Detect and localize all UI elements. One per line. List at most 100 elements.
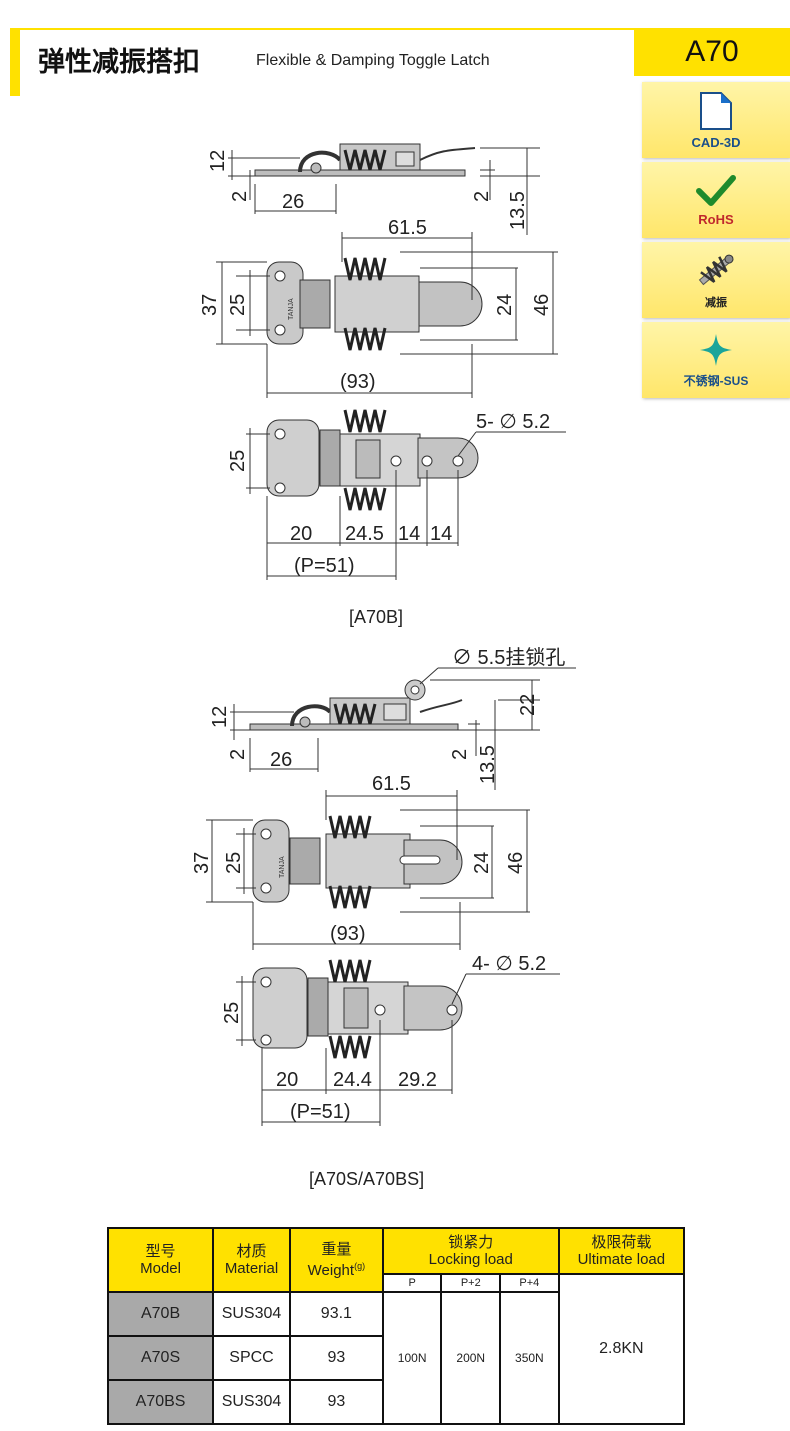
ultimate-value: 2.8KN	[557, 1273, 686, 1425]
col-material: 材质 Material	[212, 1227, 291, 1293]
a70s-side-view	[230, 667, 576, 790]
page-title-cn: 弹性减振搭扣	[38, 47, 200, 78]
dim-2-right: 2	[471, 191, 493, 202]
stainless-label: 不锈钢-SUS	[683, 373, 749, 388]
col-weight-en: Weight	[307, 1262, 355, 1279]
col-ultimate-cn: 极限荷载	[591, 1234, 652, 1251]
dim-25-bottom: 25	[227, 450, 249, 472]
col-model-en: Model	[140, 1260, 181, 1277]
dim-13-5: 13.5	[507, 191, 529, 230]
holes-label-2: 4- ∅ 5.2	[472, 953, 546, 975]
header-rule	[10, 28, 634, 30]
col-ultimate: 极限荷载 Ultimate load	[557, 1227, 686, 1275]
dim-12: 12	[207, 150, 229, 172]
holes-label: 5- ∅ 5.2	[476, 411, 550, 433]
dim2-2-left: 2	[227, 749, 249, 760]
dim-61-5: 61.5	[388, 217, 427, 239]
row-weight: 93	[288, 1379, 384, 1425]
dim2-25: 25	[223, 852, 245, 874]
row-model: A70B	[106, 1291, 215, 1337]
col-material-en: Material	[224, 1260, 279, 1277]
dim-93: (93)	[340, 371, 376, 393]
damping-label: 减振	[705, 297, 727, 309]
locking-sub-p4: P+4	[499, 1273, 560, 1293]
locking-sub-p2: P+2	[440, 1273, 502, 1293]
row-weight: 93	[288, 1335, 384, 1381]
row-weight: 93.1	[288, 1291, 384, 1337]
caption-a70s: [A70S/A70BS]	[309, 1169, 425, 1189]
dim-24-5: 24.5	[345, 523, 384, 545]
model-badge: A70	[634, 28, 790, 76]
a70b-bottom-view	[246, 409, 566, 580]
col-material-cn: 材质	[236, 1243, 267, 1260]
spec-table: 型号 Model 材质 Material 重量 Weight(g) 锁紧力 Lo…	[106, 1227, 686, 1425]
locking-sub-p: P	[381, 1273, 443, 1293]
dim2-26: 26	[270, 749, 292, 771]
row-material: SUS304	[212, 1379, 291, 1425]
table-row: A70B SUS304 93.1 100N 200N 350N	[106, 1291, 684, 1425]
a70s-top-view: TANJA	[206, 790, 530, 950]
dim-46: 46	[531, 294, 553, 316]
damping-badge: 减振	[642, 242, 790, 318]
col-weight: 重量 Weight(g)	[288, 1227, 384, 1293]
dim2-24: 24	[471, 852, 493, 874]
dim2-2-right: 2	[449, 749, 471, 760]
a70b-side-view	[228, 143, 540, 235]
dim2-12: 12	[209, 706, 231, 728]
row-material: SPCC	[212, 1335, 291, 1381]
row-model: A70BS	[106, 1379, 215, 1425]
dim2-46: 46	[505, 852, 527, 874]
caption-a70b: [A70B]	[349, 607, 404, 627]
col-weight-unit: (g)	[354, 1261, 366, 1271]
brand-stamp: TANJA	[288, 298, 295, 320]
dim-24: 24	[494, 294, 516, 316]
dim-20: 20	[290, 523, 312, 545]
cad-3d-badge[interactable]: CAD-3D	[642, 82, 790, 158]
locking-value-p2: 200N	[440, 1291, 502, 1425]
dim2-20: 20	[276, 1069, 298, 1091]
dim-37: 37	[199, 294, 221, 316]
sparkle-icon	[700, 333, 732, 366]
dim2-37: 37	[191, 852, 213, 874]
padlock-hole-label: ∅ 5.5挂锁孔	[452, 646, 565, 669]
col-locking: 锁紧力 Locking load	[381, 1227, 560, 1275]
spring-icon	[698, 254, 734, 286]
a70s-bottom-view	[236, 959, 560, 1126]
a70b-top-view: TANJA	[216, 232, 558, 398]
document-icon	[700, 91, 732, 130]
col-ultimate-en: Ultimate load	[577, 1251, 666, 1268]
dim-25: 25	[227, 294, 249, 316]
dim2-29-2: 29.2	[398, 1069, 437, 1091]
pitch-label-2: (P=51)	[290, 1101, 351, 1123]
pitch-label: (P=51)	[294, 555, 355, 577]
locking-value-p: 100N	[381, 1291, 443, 1425]
rohs-badge: RoHS	[642, 162, 790, 238]
cad-3d-label: CAD-3D	[691, 134, 741, 150]
col-locking-cn: 锁紧力	[448, 1234, 494, 1251]
col-model: 型号 Model	[106, 1227, 215, 1293]
dim-14-a: 14	[398, 523, 420, 545]
page-title-en: Flexible & Damping Toggle Latch	[256, 52, 490, 69]
dim2-93: (93)	[330, 923, 366, 945]
row-model: A70S	[106, 1335, 215, 1381]
dim-14-b: 14	[430, 523, 452, 545]
dim2-25-bottom: 25	[221, 1002, 243, 1024]
locking-value-p4: 350N	[499, 1291, 560, 1425]
dim-26: 26	[282, 191, 304, 213]
brand-stamp-2: TANJA	[279, 856, 286, 878]
header-accent-bar	[10, 28, 20, 96]
col-model-cn: 型号	[145, 1243, 176, 1260]
rohs-label: RoHS	[698, 211, 734, 227]
dim2-24-4: 24.4	[333, 1069, 372, 1091]
checkmark-icon	[696, 174, 736, 206]
dim2-61-5: 61.5	[372, 773, 411, 795]
table-row: A70S SPCC 93	[106, 1335, 684, 1381]
dim2-13-5: 13.5	[477, 745, 499, 784]
table-row: A70BS SUS304 93	[106, 1379, 684, 1425]
stainless-badge: 不锈钢-SUS	[642, 322, 790, 398]
col-locking-en: Locking load	[428, 1251, 513, 1268]
row-material: SUS304	[212, 1291, 291, 1337]
col-weight-cn: 重量	[321, 1241, 352, 1258]
dim-2-left: 2	[229, 191, 251, 202]
